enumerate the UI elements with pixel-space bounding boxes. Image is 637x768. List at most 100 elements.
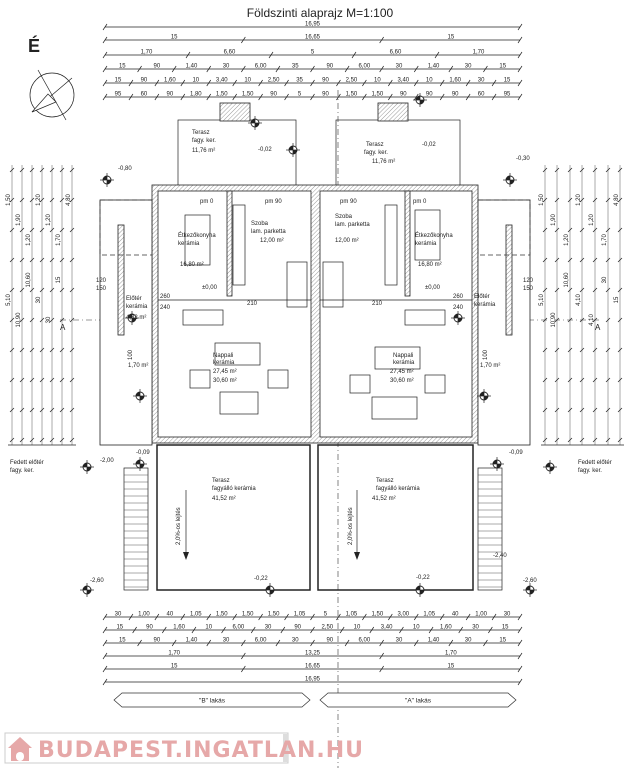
- bottom-dim-tick: [362, 613, 367, 621]
- right-dim-tick: [542, 407, 548, 413]
- bottom-dim-tick: [379, 665, 384, 673]
- top-dim-value: 35: [296, 78, 303, 84]
- right-dim-tick: [592, 197, 598, 203]
- right-dim-tick: [579, 437, 585, 443]
- left-dim-tick: [29, 167, 35, 173]
- top-dim-tick: [434, 51, 440, 59]
- a-covered-entry-finish: fagy. ker.: [578, 468, 602, 474]
- left-dim-tick: [19, 407, 25, 413]
- right-dim-tick: [617, 287, 623, 293]
- top-dim-value: 10: [374, 78, 381, 84]
- top-dim-value: 16,95: [305, 22, 321, 28]
- bottom-dim-tick: [491, 613, 497, 621]
- top-dim-tick: [483, 65, 488, 73]
- bottom-dim-tick: [344, 639, 350, 647]
- top-dim-value: 1,70: [141, 50, 153, 56]
- right-dim-tick: [554, 437, 560, 443]
- a-door-note-5: 210: [372, 301, 383, 307]
- top-dim-tick: [362, 79, 367, 87]
- left-dim-tick: [69, 377, 75, 383]
- b-door-note-3: 260: [160, 294, 171, 300]
- bottom-dim-tick: [102, 652, 108, 660]
- level-marker-fill: [136, 460, 144, 468]
- top-dim-value: 30: [223, 64, 230, 70]
- upper-terrace-a: [335, 119, 461, 187]
- a-door-note-1: pm 0: [413, 199, 427, 205]
- stairs-a: [477, 467, 503, 591]
- bottom-dim-tick: [310, 626, 315, 634]
- a-living-finish: kerámia: [393, 360, 415, 366]
- b-lower-terrace-finish: fagyálló kerámia: [212, 486, 256, 492]
- a-slope: 2,0%-os lejtés: [348, 507, 354, 545]
- top-dim-value: 30: [396, 64, 403, 70]
- top-dim-value: 30: [478, 78, 485, 84]
- right-dim-tick: [542, 287, 548, 293]
- level-marker-fill: [251, 119, 259, 127]
- bottom-dim-value: 30: [396, 638, 403, 644]
- left-dim-tick: [59, 227, 65, 233]
- right-dim-value: 5,10: [539, 294, 545, 306]
- lower-terrace-b: [156, 444, 311, 591]
- a-kitchen-finish: kerámia: [415, 241, 437, 247]
- right-dim-tick: [617, 377, 623, 383]
- a-covered-entry-name: Fedett előtér: [578, 460, 612, 466]
- right-dim-tick: [554, 377, 560, 383]
- left-dim-tick: [9, 197, 15, 203]
- left-dim-tick: [49, 227, 55, 233]
- right-dim-value: 1,70: [602, 234, 608, 246]
- watermark-text: BUDAPEST.INGATLAN.HU: [38, 738, 364, 763]
- bottom-dim-value: 90: [326, 638, 333, 644]
- top-dim-value: 15: [119, 64, 126, 70]
- right-dim-value: 15: [614, 296, 620, 303]
- level-marker-fill: [136, 392, 144, 400]
- left-dim-tick: [9, 407, 15, 413]
- bottom-dim-tick: [258, 613, 263, 621]
- top-dim-value: 10: [192, 78, 199, 84]
- top-dim-value: 90: [167, 92, 174, 98]
- left-dim-tick: [29, 347, 35, 353]
- b-lower-terrace-name: Terasz: [212, 478, 230, 484]
- a-door-note-7: 150: [523, 286, 534, 292]
- right-dim-tick: [567, 167, 573, 173]
- top-dim-value: 1,60: [164, 78, 176, 84]
- right-dim-tick: [592, 437, 598, 443]
- bottom-dim-value: 15: [447, 664, 454, 670]
- bottom-dim-tick: [517, 613, 523, 621]
- bottom-dim-value: 1,60: [173, 625, 185, 631]
- right-dim-value: 30: [602, 276, 608, 283]
- bottom-dim-tick: [206, 613, 212, 621]
- left-dim-tick: [49, 257, 55, 263]
- a-room-area: 12,00 m²: [335, 238, 359, 244]
- left-dim-tick: [69, 167, 75, 173]
- top-dim-value: 1,50: [346, 92, 358, 98]
- top-dim-value: 90: [322, 78, 329, 84]
- bottom-dim-tick: [221, 626, 226, 634]
- bottom-dim-value: 90: [294, 625, 301, 631]
- b-upper-terrace-finish: fagy. ker.: [192, 138, 216, 144]
- bottom-dim-value: 1,50: [242, 612, 254, 618]
- a-lower-terrace-name: Terasz: [376, 478, 394, 484]
- right-dimension-chain: 1,501,901,201,201,201,704,805,1010,9010,…: [539, 165, 624, 446]
- b-living-finish: kerámia: [213, 360, 235, 366]
- top-dim-value: 1,70: [473, 50, 485, 56]
- top-dim-value: 90: [452, 92, 459, 98]
- bottom-dim-tick: [241, 665, 246, 673]
- a-lower-terrace-level: -0,22: [416, 575, 430, 581]
- a-level-2: -0,09: [509, 450, 523, 456]
- left-dim-tick: [39, 287, 45, 293]
- bottom-dim-value: 10: [354, 625, 361, 631]
- top-dim-tick: [491, 93, 497, 101]
- bottom-dim-value: 1,05: [346, 612, 358, 618]
- left-dim-value: 30: [36, 296, 42, 303]
- a-door-note-3: 260: [453, 294, 464, 300]
- right-dim-tick: [617, 257, 623, 263]
- bottom-dim-value: 40: [167, 612, 174, 618]
- right-dim-tick: [592, 257, 598, 263]
- level-marker-fill: [526, 586, 534, 594]
- a-wc-area: 1,70 m²: [480, 363, 500, 369]
- left-dim-tick: [49, 197, 55, 203]
- left-dim-tick: [69, 257, 75, 263]
- b-room-finish: lam. parketta: [251, 229, 286, 235]
- bottom-dim-value: 1,05: [294, 612, 306, 618]
- right-dim-tick: [567, 437, 573, 443]
